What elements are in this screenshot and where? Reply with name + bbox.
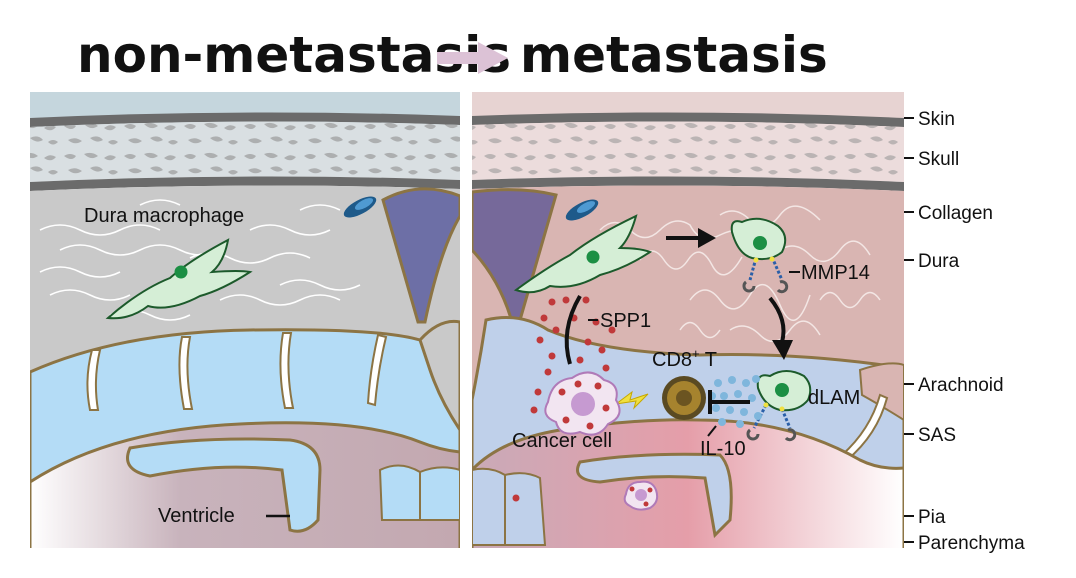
activated-macrophage-mmp14 xyxy=(730,217,789,294)
layer-collagen: Collagen xyxy=(904,203,993,224)
blue-vessel-cell-right xyxy=(565,199,599,221)
layer-pia: Pia xyxy=(904,507,946,528)
dura-macrophage-cell-right xyxy=(513,214,653,294)
layer-parenchyma: Parenchyma xyxy=(904,533,1025,554)
label-cancer-cell: Cancer cell xyxy=(512,430,612,452)
svg-text:Skull: Skull xyxy=(918,149,959,170)
title-metastasis: metastasis xyxy=(520,26,828,84)
arrow-down-migration xyxy=(768,296,793,360)
progression-arrow xyxy=(437,42,508,74)
arrow-right-activation xyxy=(666,228,716,248)
dlam-cell xyxy=(746,370,812,442)
layer-dura: Dura xyxy=(904,251,960,272)
panel-metastasis xyxy=(472,92,904,548)
cancer-cell-small xyxy=(623,480,659,511)
label-cd8-t: CD8+ T xyxy=(652,346,717,371)
lightning-icon xyxy=(615,390,649,410)
dura-macrophage-cell xyxy=(105,238,253,320)
svg-text:Dura: Dura xyxy=(918,251,960,272)
panel-divider xyxy=(461,88,471,554)
svg-text:Pia: Pia xyxy=(918,507,946,528)
cd8-t-cell xyxy=(662,376,706,420)
svg-text:Arachnoid: Arachnoid xyxy=(918,375,1004,396)
spp1-dots xyxy=(512,296,616,502)
inhibition-symbol xyxy=(708,390,750,414)
layer-skin: Skin xyxy=(904,109,955,130)
layer-arachnoid: Arachnoid xyxy=(904,375,1004,396)
svg-text:Collagen: Collagen xyxy=(918,203,993,224)
label-mmp14: MMP14 xyxy=(801,262,870,284)
svg-text:Skin: Skin xyxy=(918,109,955,130)
blue-vessel-cell-left xyxy=(343,196,377,218)
layer-skull: Skull xyxy=(904,149,959,170)
label-il10: IL-10 xyxy=(700,438,746,460)
spp1-arc xyxy=(564,294,582,365)
svg-text:Parenchyma: Parenchyma xyxy=(918,533,1025,554)
il10-pointer xyxy=(707,425,717,437)
panel-non-metastasis xyxy=(30,92,460,548)
label-spp1: SPP1 xyxy=(600,310,651,332)
label-ventricle: Ventricle xyxy=(158,505,235,527)
label-dura-macrophage: Dura macrophage xyxy=(84,205,244,227)
label-dlam: dLAM xyxy=(808,387,860,409)
layer-sas: SAS xyxy=(904,425,956,446)
layer-labels: Skin Skull Collagen Dura Arachnoid SAS P… xyxy=(904,109,1025,554)
svg-text:SAS: SAS xyxy=(918,425,956,446)
cancer-cell xyxy=(544,371,621,436)
